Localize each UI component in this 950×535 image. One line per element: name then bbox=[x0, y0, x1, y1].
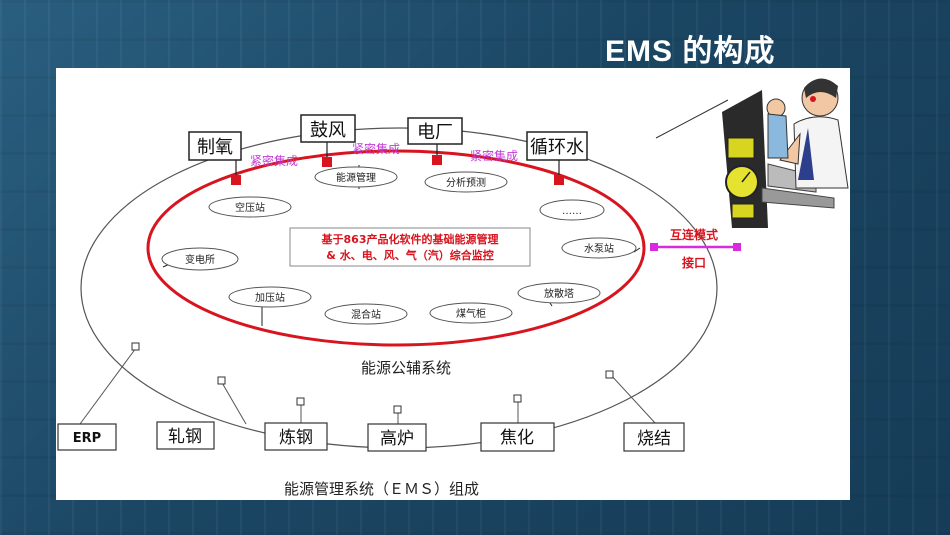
bottom-node-box bbox=[57, 423, 117, 451]
bottom-connector bbox=[131, 342, 140, 351]
operator-illustration bbox=[722, 76, 849, 228]
inner-node bbox=[517, 282, 601, 304]
bottom-connector bbox=[393, 405, 402, 414]
junction-marker bbox=[554, 175, 564, 185]
ems-diagram: 制氧 鼓风 电厂 循环水 紧密集成 紧密集成 紧密集成 能源管理 分析预测 空压… bbox=[57, 76, 849, 498]
svg-text:空压站: 空压站 bbox=[235, 201, 265, 214]
outer-node-label: 制氧 bbox=[197, 137, 233, 158]
diagram-panel: 制氧 鼓风 电厂 循环水 紧密集成 紧密集成 紧密集成 能源管理 分析预测 空压… bbox=[56, 68, 850, 500]
outer-node-box bbox=[526, 131, 588, 161]
inner-ellipse bbox=[146, 149, 646, 347]
outer-node-box bbox=[300, 114, 356, 143]
bottom-node-label: 轧钢 bbox=[168, 427, 202, 447]
tight-integration-label: 紧密集成 bbox=[250, 153, 298, 168]
inner-node bbox=[324, 303, 408, 325]
bottom-node-label: 炼钢 bbox=[279, 428, 313, 448]
outer-node-box bbox=[407, 117, 463, 145]
center-text-line2: & 水、电、风、气（汽）综合监控 bbox=[326, 248, 493, 262]
junction-marker bbox=[432, 155, 442, 165]
svg-text:放散塔: 放散塔 bbox=[544, 287, 574, 300]
interconnect-label: 互连模式 bbox=[670, 227, 718, 242]
svg-text:混合站: 混合站 bbox=[351, 308, 381, 321]
inner-node bbox=[561, 237, 637, 259]
tight-integration-label: 紧密集成 bbox=[470, 148, 518, 163]
outer-node-label: 循环水 bbox=[530, 137, 584, 158]
bottom-node-box bbox=[480, 422, 555, 452]
center-text-box bbox=[289, 227, 531, 267]
bottom-connector bbox=[296, 397, 305, 406]
slide-title: EMS 的构成 bbox=[605, 35, 776, 68]
inner-node bbox=[424, 171, 508, 193]
junction-marker bbox=[322, 157, 332, 167]
interconnect-sublabel: 接口 bbox=[682, 255, 706, 270]
diagram-caption: 能源管理系统（ＥＭＳ）组成 bbox=[284, 480, 479, 498]
interconnect-marker bbox=[650, 243, 658, 251]
bottom-node-label: 高炉 bbox=[380, 429, 414, 449]
inner-node bbox=[161, 247, 239, 271]
bottom-connector bbox=[605, 370, 614, 379]
svg-text:变电所: 变电所 bbox=[185, 253, 215, 266]
svg-text:加压站: 加压站 bbox=[255, 291, 285, 304]
bottom-node-label: 烧结 bbox=[637, 429, 671, 449]
inner-node bbox=[228, 286, 312, 308]
bottom-node-box bbox=[156, 421, 215, 450]
svg-text:……: …… bbox=[562, 206, 582, 217]
outer-node-box bbox=[188, 131, 242, 161]
bottom-node-label: 焦化 bbox=[500, 428, 534, 448]
inner-node bbox=[314, 166, 398, 188]
inner-node bbox=[539, 199, 605, 221]
bottom-connector bbox=[513, 394, 522, 403]
bottom-node-box bbox=[367, 423, 427, 452]
center-text-line1: 基于863产品化软件的基础能源管理 bbox=[321, 232, 499, 246]
svg-text:煤气柜: 煤气柜 bbox=[456, 307, 486, 320]
inner-node bbox=[208, 196, 292, 218]
outer-node-label: 电厂 bbox=[417, 122, 453, 143]
bottom-node-box bbox=[264, 422, 328, 451]
tight-integration-label: 紧密集成 bbox=[352, 141, 400, 156]
outer-node-label: 鼓风 bbox=[310, 120, 346, 141]
inner-node bbox=[429, 302, 513, 324]
connector-to-illustration bbox=[655, 99, 729, 139]
svg-text:水泵站: 水泵站 bbox=[584, 242, 614, 255]
aux-system-label: 能源公辅系统 bbox=[361, 359, 451, 377]
bottom-node-label: ERP bbox=[73, 431, 101, 446]
bottom-connector bbox=[217, 376, 226, 385]
interconnect-marker bbox=[733, 243, 741, 251]
bottom-node-box bbox=[623, 422, 685, 452]
svg-text:分析预测: 分析预测 bbox=[446, 176, 486, 189]
junction-marker bbox=[231, 175, 241, 185]
svg-text:能源管理: 能源管理 bbox=[336, 171, 376, 184]
